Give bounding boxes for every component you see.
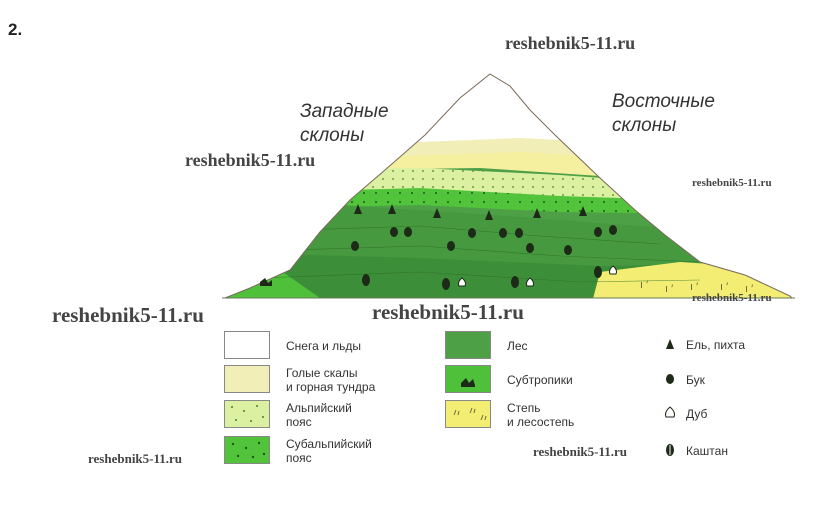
mountain-outline (224, 73, 794, 299)
west-slopes-label: Западные склоны (300, 100, 389, 148)
spruce-fir-icon (666, 339, 674, 349)
watermark-left: reshebnik5-11.ru (52, 303, 204, 327)
legend-snow-swatch (224, 331, 270, 359)
watermark-west: reshebnik5-11.ru (185, 150, 316, 170)
svg-text:ı ′: ı ′ (720, 281, 728, 293)
watermark-center: reshebnik5-11.ru (372, 300, 524, 324)
svg-text:ı ′: ı ′ (690, 281, 698, 293)
svg-text:ı ′: ı ′ (640, 279, 648, 291)
west-slopes-line2: склоны (300, 125, 365, 146)
chestnut-icon (666, 444, 674, 456)
spruce-symbols (354, 204, 587, 220)
legend-rocks-swatch (224, 365, 270, 393)
subtropics-symbol (260, 278, 272, 286)
task-number: 2. (8, 20, 23, 39)
legend-subtropics-swatch (445, 365, 491, 393)
legend-snow-label: Снега и льды (286, 339, 362, 353)
svg-text:ı ′: ı ′ (745, 283, 753, 295)
watermark-top: reshebnik5-11.ru (505, 33, 636, 53)
east-slopes-line1: Восточные (612, 91, 715, 112)
steppe-marks: ı ′ ı ′ ı ′ ı ′ ı ′ (640, 279, 753, 295)
oak-symbols (457, 265, 618, 287)
mountain-diagram: ı ′ ı ′ ı ′ ı ′ ı ′ (222, 73, 795, 299)
legend-spruce-fir-label: Ель, пихта (686, 338, 746, 352)
legend-oak-label: Дуб (686, 407, 708, 421)
watermark-legend-right: reshebnik5-11.ru (533, 444, 628, 459)
legend-subtropics-label: Субтропики (507, 373, 573, 387)
legend-chestnut-label: Каштан (686, 444, 728, 458)
east-slopes-line2: склоны (612, 115, 677, 136)
svg-text:ı ′: ı ′ (665, 283, 673, 295)
watermark-legend-left: reshebnik5-11.ru (88, 451, 183, 466)
mountain-tree-symbols (260, 204, 618, 290)
oak-icon (665, 406, 675, 418)
east-slopes-label: Восточные склоны (612, 90, 715, 138)
legend-beech-label: Бук (686, 373, 705, 387)
west-slopes-line1: Западные (300, 101, 389, 122)
beech-icon (666, 374, 674, 384)
watermark-foot: reshebnik5-11.ru (692, 292, 772, 304)
beech-symbols (351, 225, 617, 255)
legend-steppe-swatch (445, 400, 491, 428)
legend-alpine-swatch (224, 400, 270, 428)
legend-forest-swatch (445, 331, 491, 359)
watermark-east: reshebnik5-11.ru (692, 177, 772, 189)
legend-subalpine-swatch (224, 436, 270, 464)
chestnut-symbols (362, 266, 602, 290)
legend-forest-label: Лес (507, 339, 528, 353)
